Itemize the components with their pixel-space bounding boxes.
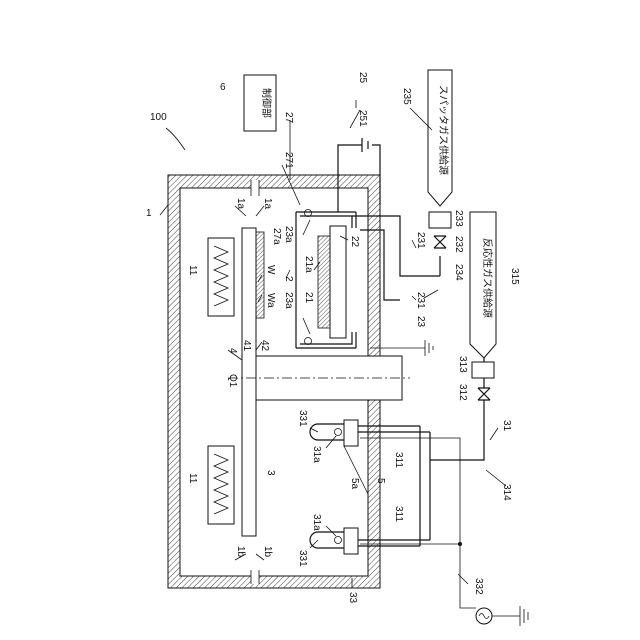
label-1b-right: 1b [262,546,273,558]
heater-bottom [208,446,234,524]
sputter-gas-source-box: スパッタガス供給源 [428,70,452,206]
label-2: 2 [283,276,294,282]
label-31a-top: 31a [311,446,322,463]
label-23: 23 [415,316,426,328]
reactive-gas-source-box: 反応性ガス供給源 [470,212,496,358]
label-41: 41 [241,340,252,352]
label-33: 33 [347,592,358,604]
label-31a-bottom: 31a [311,514,322,531]
label-312: 312 [457,384,468,401]
reactive-gas-source-label: 反応性ガス供給源 [481,238,494,318]
label-1a-left: 1a [235,198,246,210]
label-5: 5 [375,478,386,484]
plasma-unit-top [310,420,358,446]
label-27a-b: 27a [271,228,282,245]
label-23a-bottom: 23a [283,292,294,309]
label-311-top: 311 [393,452,404,468]
label-11-top: 11 [187,265,198,276]
label-25: 25 [357,72,368,84]
label-11-bottom: 11 [187,473,198,484]
label-271: 271 [283,152,294,169]
label-5a: 5a [349,478,360,490]
sputter-gas-piping [352,212,451,300]
label-232: 232 [453,236,464,253]
label-1: 1 [146,208,152,219]
sputter-gas-source-label: スパッタガス供給源 [437,85,450,175]
label-4: 4 [227,348,238,354]
controller-box: 制御部 [244,75,276,131]
label-313: 313 [457,356,468,373]
label-231-top: 231 [415,232,426,249]
label-311-bottom: 311 [393,506,404,522]
rf-power-source [476,606,528,626]
substrate-holder [242,228,256,536]
label-331-bottom: 331 [297,550,308,567]
label-21a: 21a [303,256,314,273]
label-235: 235 [401,88,412,105]
label-31: 31 [501,420,512,432]
label-251: 251 [357,110,368,127]
label-1b-left: 1b [235,546,246,558]
label-1a-right: 1a [262,198,273,210]
controller-label: 制御部 [260,88,273,118]
label-27: 27 [283,112,294,124]
label-w: W [265,265,276,275]
label-6: 6 [220,82,226,93]
label-100: 100 [150,112,167,123]
label-234: 234 [453,264,464,281]
label-314: 314 [501,484,512,501]
label-42: 42 [259,340,270,352]
label-21: 21 [303,292,314,304]
label-332: 332 [473,578,484,595]
heater-top [208,238,234,316]
label-231-bottom: 231 [415,292,426,309]
label-q1: Q1 [227,374,238,388]
label-wa: Wa [265,293,276,308]
label-315: 315 [509,268,520,285]
label-23a-top: 23a [283,226,294,243]
substrate-w [256,232,264,318]
label-22: 22 [349,236,360,248]
label-331-top: 331 [297,410,308,427]
label-3: 3 [265,470,276,476]
label-233: 233 [453,210,464,227]
